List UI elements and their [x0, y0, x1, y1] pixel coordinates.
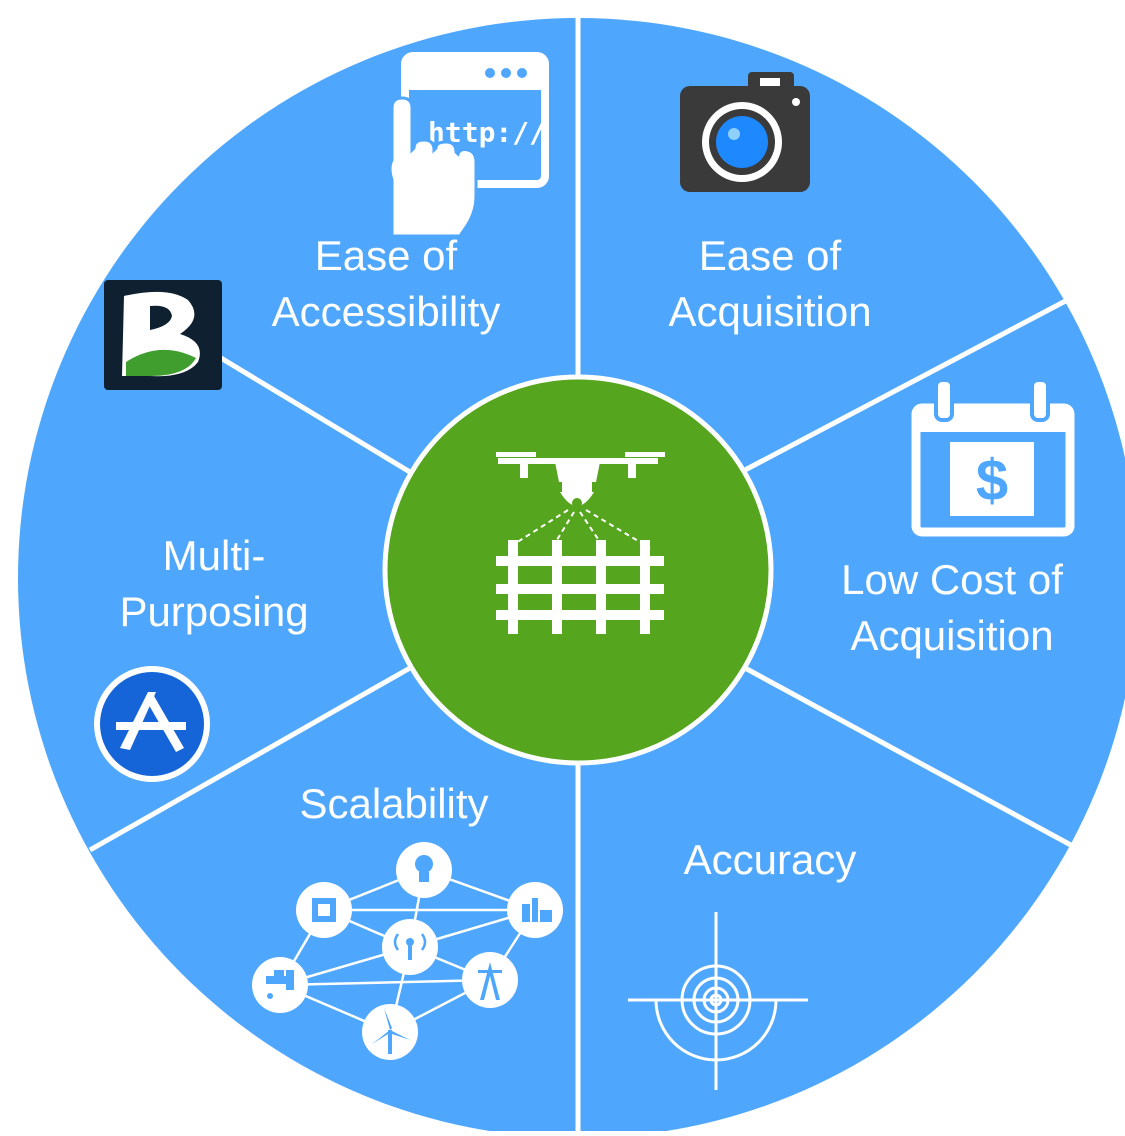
label-line-1: Accuracy: [683, 836, 857, 883]
segment-label-accuracy: Accuracy: [640, 832, 900, 888]
label-line-2: Accessibility: [271, 288, 501, 335]
label-line-1: Multi-: [162, 532, 266, 579]
label-line-1: Low Cost of: [841, 556, 1063, 603]
bentley-logo-icon: [104, 280, 222, 390]
label-line-1: Ease of: [698, 232, 842, 279]
label-line-1: Scalability: [299, 780, 489, 827]
hub-circle: [382, 374, 774, 766]
divider-lower-left: [88, 665, 412, 853]
label-line-1: Ease of: [314, 232, 458, 279]
segment-label-multi-purposing: Multi- Purposing: [84, 528, 344, 640]
browser-http-icon: http://: [388, 52, 549, 238]
segment-label-low-cost-of-acquisition: Low Cost of Acquisition: [812, 552, 1092, 664]
divider-upper-right: [743, 293, 1077, 473]
segment-label-ease-of-accessibility: Ease of Accessibility: [236, 228, 536, 340]
label-line-2: Acquisition: [668, 288, 872, 335]
app-store-icon: [94, 666, 210, 782]
segment-dividers: [88, 10, 1082, 1131]
segment-label-ease-of-acquisition: Ease of Acquisition: [620, 228, 920, 340]
camera-icon: [680, 72, 810, 192]
target-crosshair-icon: [628, 912, 808, 1090]
segment-label-scalability: Scalability: [264, 776, 524, 832]
calendar-dollar-icon: $: [911, 378, 1075, 537]
label-line-2: Purposing: [119, 588, 309, 635]
calendar-dollar-text: $: [976, 448, 1008, 513]
iot-network-icon: [252, 842, 563, 1060]
divider-lower-right: [743, 665, 1082, 853]
label-line-2: Acquisition: [850, 612, 1054, 659]
drone-survey-grid-icon: [496, 452, 665, 634]
